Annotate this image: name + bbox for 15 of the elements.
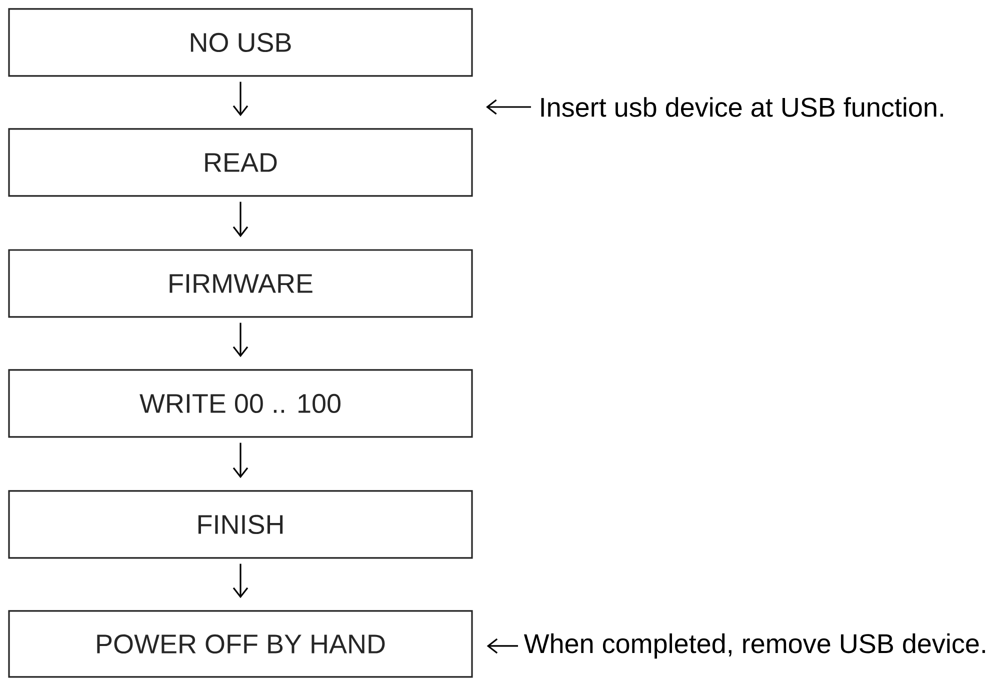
process-box: WRITE 00 .. 100 [8,369,473,438]
arrow [232,202,248,238]
process-box: FINISH [8,490,473,559]
arrow [486,638,518,654]
process-box: FIRMWARE [8,249,473,318]
arrow [232,82,248,116]
arrow [232,442,248,478]
process-box: READ [8,128,473,197]
process-box: POWER OFF BY HAND [8,610,473,678]
arrow [232,564,248,598]
arrow [486,99,531,115]
note-text: When completed, remove USB device. [524,633,985,659]
process-box: NO USB [8,8,473,77]
arrow [232,322,248,358]
note-text: Insert usb device at USB function. [541,97,943,117]
